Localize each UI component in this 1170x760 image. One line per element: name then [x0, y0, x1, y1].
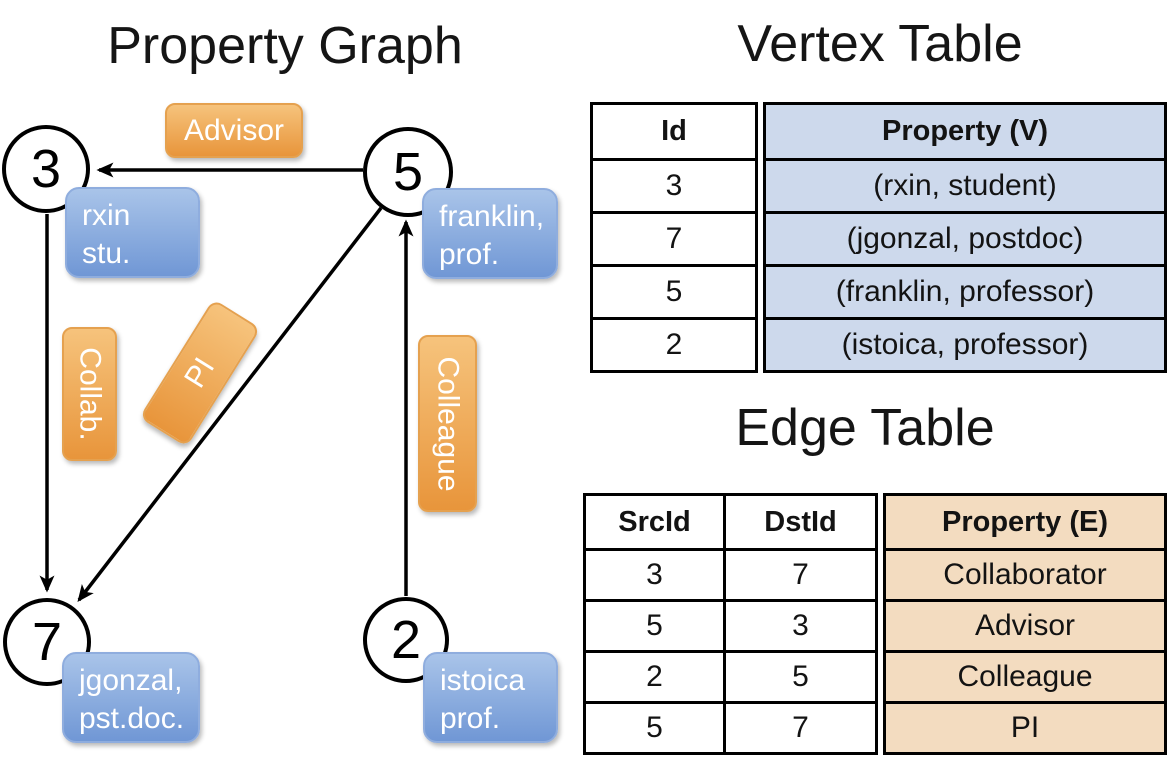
- vertex-id-cell: 5: [665, 275, 683, 308]
- edge-label-colleague-text: Colleague: [431, 355, 465, 492]
- edge-dst-cell: 5: [723, 653, 875, 701]
- edge-property-cell: Collaborator: [886, 551, 1164, 599]
- node-2-property-line2: prof.: [440, 701, 501, 735]
- edge-src-cell: 5: [646, 609, 663, 642]
- graph-edges-layer: [39, 162, 414, 603]
- edge-label-pi-text: PI: [178, 351, 222, 394]
- graph-node-5: 5: [363, 127, 453, 217]
- node-2-id: 2: [390, 610, 422, 670]
- edge-src-cell: 2: [646, 660, 663, 693]
- edge-src-header: SrcId: [618, 505, 691, 538]
- vertex-property-header: Property (V): [766, 105, 1164, 158]
- vertex-table-title: Vertex Table: [737, 15, 1023, 73]
- edge-table-property-column: Property (E) Collaborator Advisor Collea…: [883, 493, 1167, 755]
- edge-src-cell: 3: [646, 558, 663, 591]
- edge-property-header: Property (E): [886, 496, 1164, 548]
- node-7-property-box: jgonzal, pst.doc.: [62, 652, 200, 743]
- graph-node-2: 2: [363, 597, 449, 683]
- edge-property-cell: PI: [886, 704, 1164, 752]
- edge-label-advisor-text: Advisor: [183, 113, 285, 147]
- node-7-id: 7: [31, 612, 63, 672]
- node-3-id: 3: [30, 139, 62, 199]
- node-5-property-line2: prof.: [439, 237, 500, 271]
- property-graph-title: Property Graph: [107, 17, 463, 75]
- edge-pi-5-to-7: [77, 206, 383, 603]
- edge-dst-cell: 7: [723, 551, 875, 599]
- vertex-id-cell: 3: [665, 169, 683, 202]
- edge-label-collab-text: Collab.: [73, 347, 107, 441]
- vertex-property-cell: (rxin, student): [766, 161, 1164, 211]
- vertex-id-cell: 7: [665, 222, 683, 255]
- edge-dst-cell: 7: [723, 704, 875, 752]
- edge-label-advisor: Advisor: [165, 103, 303, 158]
- node-2-property-box: istoica prof.: [423, 652, 558, 743]
- node-3-property-line1: rxin: [82, 199, 131, 232]
- node-3-property-box: rxin stu.: [65, 187, 200, 278]
- node-5-id: 5: [392, 142, 424, 202]
- vertex-id-header: Id: [661, 115, 687, 147]
- vertex-property-cell: (istoica, professor): [766, 320, 1164, 370]
- node-5-property-box: franklin, prof.: [422, 188, 558, 279]
- vertex-property-cell: (jgonzal, postdoc): [766, 214, 1164, 264]
- node-7-property-line1: jgonzal,: [79, 664, 183, 697]
- edge-property-cell: Colleague: [886, 653, 1164, 701]
- edge-property-cell: Advisor: [886, 602, 1164, 650]
- vertex-id-cell: 2: [665, 328, 683, 361]
- edge-dst-header: DstId: [723, 496, 875, 548]
- edge-label-colleague: Colleague: [418, 335, 477, 512]
- edge-label-collab: Collab.: [62, 327, 117, 461]
- vertex-table-property-column: Property (V) (rxin, student) (jgonzal, p…: [763, 102, 1167, 373]
- edge-src-cell: 5: [646, 711, 663, 744]
- edge-table-ids-columns: SrcId DstId 3 7 5 3 2 5 5 7: [583, 493, 878, 755]
- vertex-property-cell: (franklin, professor): [766, 267, 1164, 317]
- node-3-property-line2: stu.: [82, 236, 131, 270]
- edge-table-title: Edge Table: [735, 399, 995, 457]
- node-7-property-line2: pst.doc.: [79, 701, 185, 735]
- node-2-property-line1: istoica: [440, 664, 526, 697]
- edge-dst-cell: 3: [723, 602, 875, 650]
- vertex-table-id-column: Id 3 7 5 2: [590, 102, 758, 373]
- node-5-property-line1: franklin,: [439, 200, 545, 233]
